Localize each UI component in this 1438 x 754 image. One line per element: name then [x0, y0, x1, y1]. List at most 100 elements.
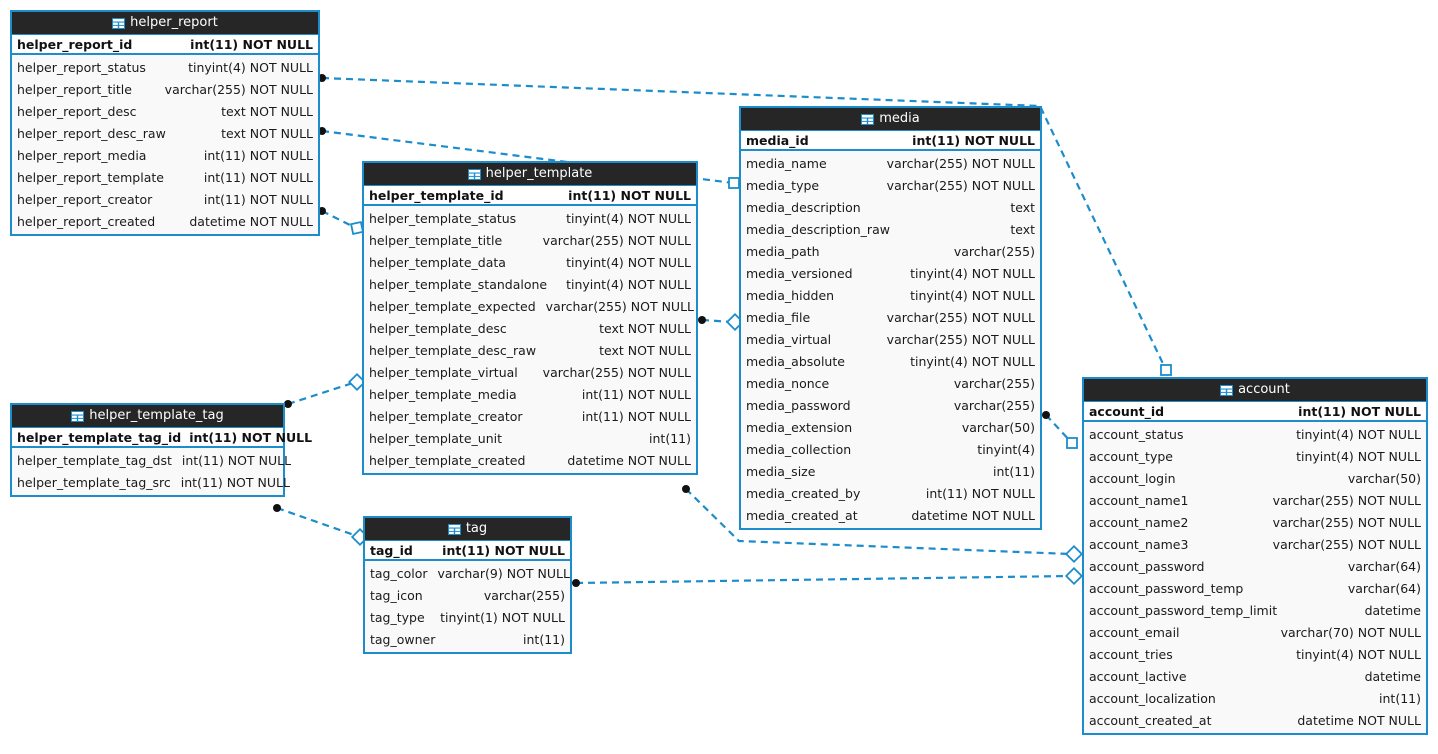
- column-name: account_password_temp_limit: [1089, 602, 1278, 618]
- column-name: helper_template_desc: [369, 320, 507, 336]
- column-type: varchar(255) NOT NULL: [886, 309, 1035, 325]
- column-type: varchar(255): [953, 243, 1035, 259]
- column-name: helper_template_tag_dst: [17, 452, 172, 468]
- column-row: tag_owner int(11): [365, 628, 570, 650]
- entity-helper-template[interactable]: helper_template helper_template_id int(1…: [362, 161, 698, 475]
- column-name: helper_template_unit: [369, 430, 502, 446]
- column-type: tinyint(4) NOT NULL: [1296, 646, 1421, 662]
- column-name: media_name: [746, 155, 827, 171]
- column-type: tinyint(4) NOT NULL: [566, 276, 691, 292]
- column-type: tinyint(4) NOT NULL: [566, 254, 691, 270]
- entity-title: media: [879, 111, 920, 126]
- column-name: account_password_temp: [1089, 580, 1244, 596]
- column-row: helper_report_created datetime NOT NULL: [12, 210, 318, 232]
- column-row: helper_template_media int(11) NOT NULL: [364, 383, 696, 405]
- column-type: datetime: [1364, 668, 1421, 684]
- column-name: helper_template_tag_id: [17, 429, 182, 445]
- edge-dot: [698, 316, 706, 324]
- column-type: varchar(255) NOT NULL: [1272, 536, 1421, 552]
- column-row: helper_template_desc text NOT NULL: [364, 317, 696, 339]
- entity-account[interactable]: account account_id int(11) NOT NULL acco…: [1082, 377, 1428, 735]
- column-name: media_size: [746, 463, 816, 479]
- column-name: account_name1: [1089, 492, 1189, 508]
- column-type: int(11) NOT NULL: [203, 169, 313, 185]
- column-name: helper_template_title: [369, 232, 503, 248]
- column-type: int(11): [1379, 690, 1421, 706]
- column-type: tinyint(4): [977, 441, 1035, 457]
- column-type: varchar(255) NOT NULL: [545, 298, 694, 314]
- column-name: account_tries: [1089, 646, 1173, 662]
- column-type: int(11) NOT NULL: [925, 485, 1035, 501]
- column-type: datetime: [1364, 602, 1421, 618]
- column-name: media_id: [746, 132, 809, 148]
- column-name: account_id: [1089, 403, 1165, 419]
- column-type: text: [1010, 199, 1035, 215]
- column-name: media_created_by: [746, 485, 861, 501]
- column-type: int(11) NOT NULL: [581, 386, 691, 402]
- column-name: helper_report_title: [17, 81, 132, 97]
- column-name: helper_template_standalone: [369, 276, 548, 292]
- column-name: media_description: [746, 199, 861, 215]
- column-type: varchar(9) NOT NULL: [437, 565, 570, 581]
- edge-diamond: [1064, 544, 1084, 564]
- table-icon: [447, 523, 461, 535]
- entity-header: helper_template_tag: [12, 405, 283, 427]
- column-type: text NOT NULL: [599, 320, 691, 336]
- entity-header: helper_report: [12, 12, 318, 34]
- entity-header: account: [1084, 379, 1426, 401]
- column-type: tinyint(4) NOT NULL: [1296, 448, 1421, 464]
- column-type: int(11) NOT NULL: [581, 408, 691, 424]
- entity-helper-report[interactable]: helper_report helper_report_id int(11) N…: [10, 10, 320, 236]
- edge-dot: [1042, 411, 1050, 419]
- column-name: account_status: [1089, 426, 1184, 442]
- column-type: text NOT NULL: [599, 342, 691, 358]
- column-type: datetime NOT NULL: [189, 213, 313, 229]
- column-name: media_path: [746, 243, 820, 259]
- column-name: helper_report_created: [17, 213, 156, 229]
- entity-media[interactable]: media media_id int(11) NOT NULL media_na…: [739, 106, 1042, 530]
- edge-tag-color-to-account-password: [575, 574, 1071, 585]
- column-name: tag_id: [370, 542, 413, 558]
- edge-helper-template-tag-to-helper-template-virtual: [287, 380, 357, 406]
- column-name: helper_report_desc: [17, 103, 137, 119]
- edge-helper-template-expected-to-media-file: [701, 318, 734, 324]
- column-name: tag_owner: [370, 631, 436, 647]
- column-name: media_hidden: [746, 287, 835, 303]
- table-icon: [71, 410, 85, 422]
- column-name: helper_template_media: [369, 386, 517, 402]
- column-name: account_login: [1089, 470, 1176, 486]
- edge-helper-report-creator-to-helper-template: [321, 210, 357, 229]
- column-type: varchar(255) NOT NULL: [164, 81, 313, 97]
- primary-key-row: helper_template_id int(11) NOT NULL: [364, 185, 696, 206]
- column-type: tinyint(4) NOT NULL: [910, 353, 1035, 369]
- column-type: tinyint(4) NOT NULL: [188, 59, 313, 75]
- column-type: int(11): [523, 631, 565, 647]
- column-name: helper_template_expected: [369, 298, 536, 314]
- primary-key-row: media_id int(11) NOT NULL: [741, 130, 1040, 151]
- column-name: media_created_at: [746, 507, 858, 523]
- column-type: varchar(255) NOT NULL: [1272, 514, 1421, 530]
- entity-title: tag: [465, 521, 488, 536]
- entity-helper-template-tag[interactable]: helper_template_tag helper_template_tag_…: [10, 403, 312, 497]
- column-name: account_name2: [1089, 514, 1189, 530]
